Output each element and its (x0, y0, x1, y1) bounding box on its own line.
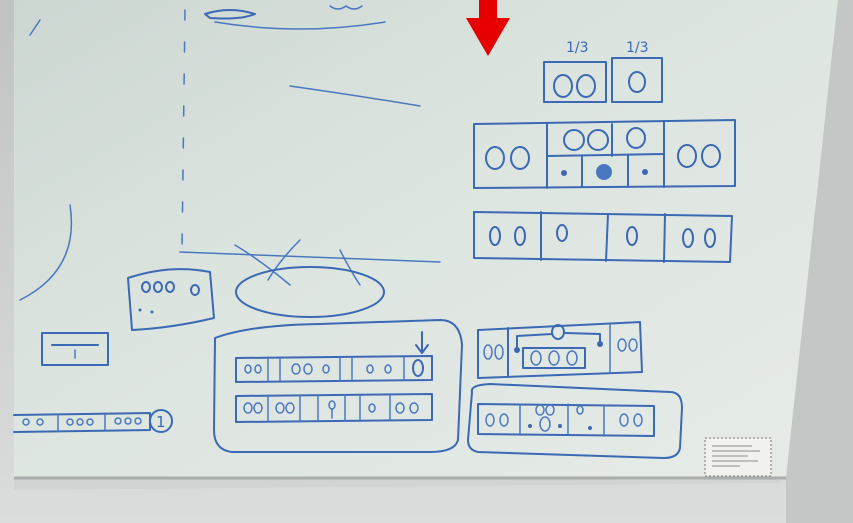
fraction-label-left: 1/3 (566, 40, 589, 56)
board-sticker (705, 438, 771, 476)
circled-number: 1 (156, 413, 166, 431)
fraction-label-right: 1/3 (626, 40, 649, 56)
